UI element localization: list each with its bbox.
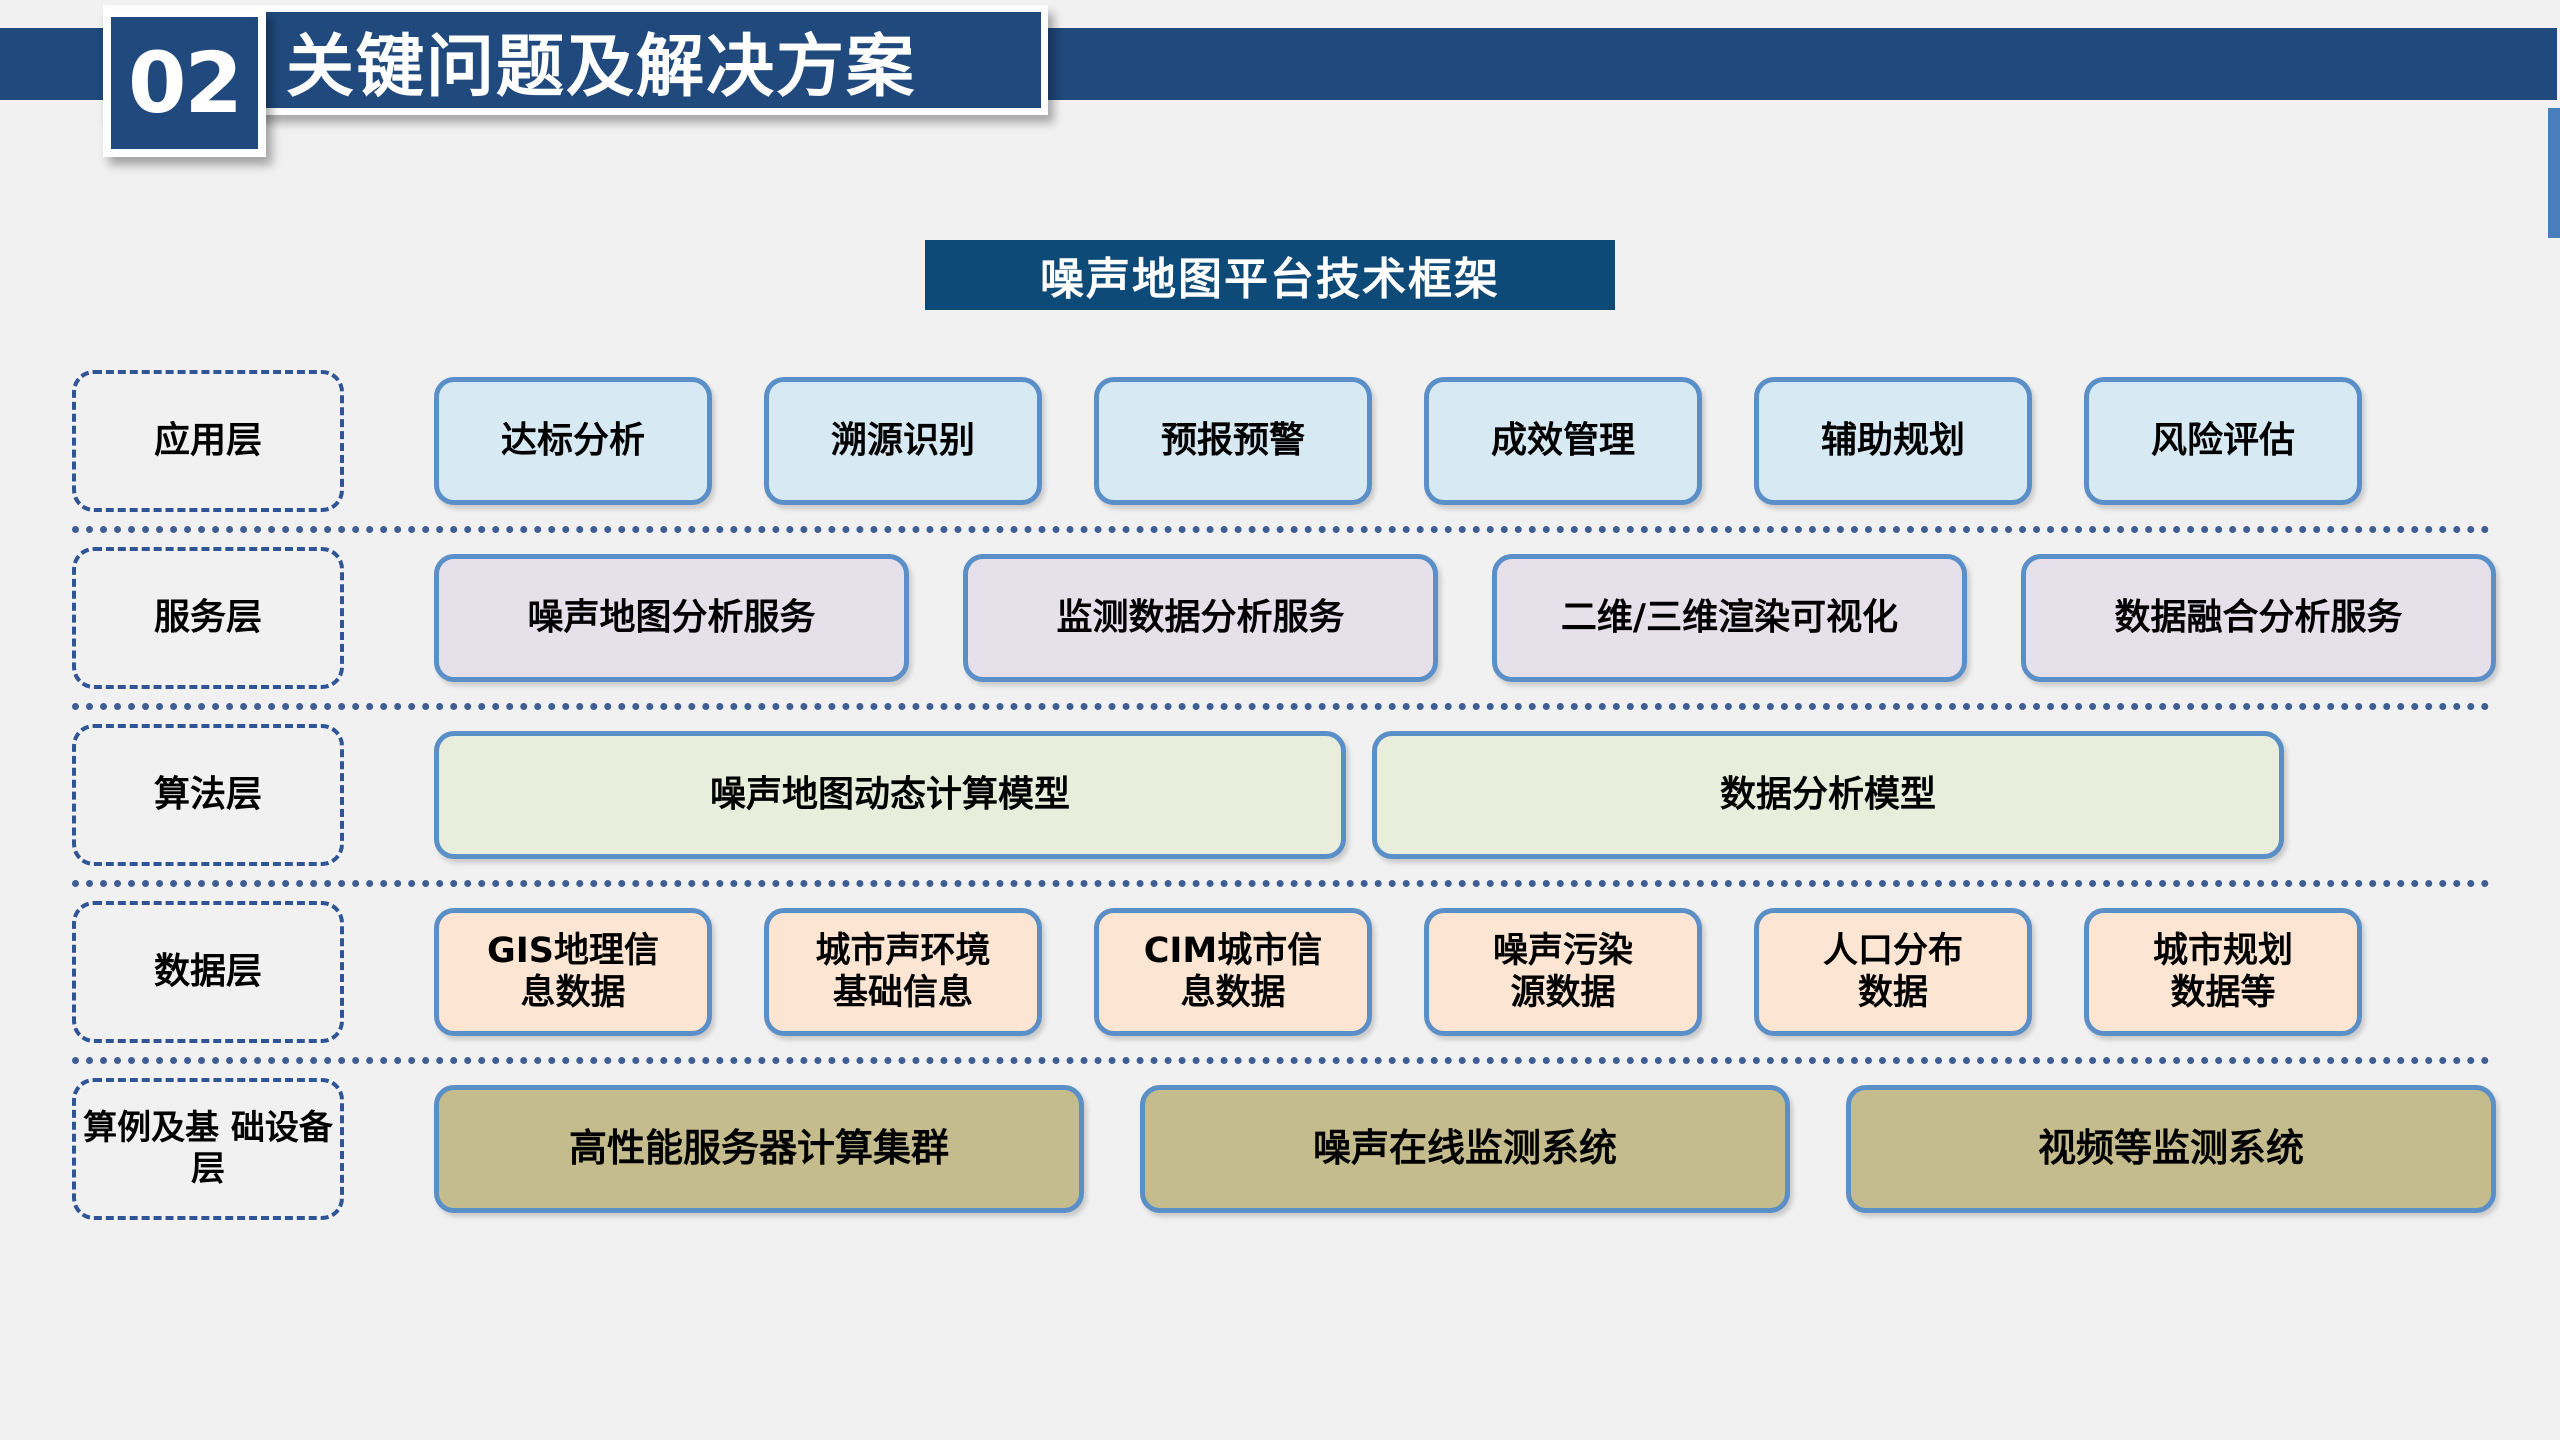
header-right-accent-bar (2548, 108, 2560, 238)
node-data-5[interactable]: 城市规划 数据等 (2084, 908, 2362, 1036)
layer-label-service: 服务层 (72, 547, 344, 689)
node-infrastructure-0[interactable]: 高性能服务器计算集群 (434, 1085, 1084, 1213)
node-data-1[interactable]: 城市声环境 基础信息 (764, 908, 1042, 1036)
node-infrastructure-1[interactable]: 噪声在线监测系统 (1140, 1085, 1790, 1213)
node-infrastructure-2[interactable]: 视频等监测系统 (1846, 1085, 2496, 1213)
layer-nodes-infrastructure: 高性能服务器计算集群 噪声在线监测系统 视频等监测系统 (434, 1085, 2496, 1213)
layer-nodes-data: GIS地理信 息数据 城市声环境 基础信息 CIM城市信 息数据 噪声污染 源数… (434, 908, 2490, 1036)
node-algorithm-0[interactable]: 噪声地图动态计算模型 (434, 731, 1346, 859)
section-title: 关键问题及解决方案 (286, 27, 917, 107)
section-number: 02 (128, 34, 243, 132)
node-data-3[interactable]: 噪声污染 源数据 (1424, 908, 1702, 1036)
node-application-3[interactable]: 成效管理 (1424, 377, 1702, 505)
layer-label-algorithm: 算法层 (72, 724, 344, 866)
node-application-0[interactable]: 达标分析 (434, 377, 712, 505)
layer-label-application: 应用层 (72, 370, 344, 512)
layer-divider-4 (72, 1057, 2490, 1064)
layer-divider-2 (72, 703, 2490, 710)
node-data-4[interactable]: 人口分布 数据 (1754, 908, 2032, 1036)
layer-divider-3 (72, 880, 2490, 887)
node-data-2[interactable]: CIM城市信 息数据 (1094, 908, 1372, 1036)
layer-divider-1 (72, 526, 2490, 533)
layer-label-infrastructure: 算例及基 础设备层 (72, 1078, 344, 1220)
framework-title-text: 噪声地图平台技术框架 (1040, 254, 1500, 305)
layer-nodes-service: 噪声地图分析服务 监测数据分析服务 二维/三维渲染可视化 数据融合分析服务 (434, 554, 2496, 682)
framework-title-box: 噪声地图平台技术框架 (925, 240, 1615, 310)
node-service-3[interactable]: 数据融合分析服务 (2021, 554, 2496, 682)
layer-row-infrastructure: 算例及基 础设备层 高性能服务器计算集群 噪声在线监测系统 视频等监测系统 (0, 1078, 2560, 1220)
layer-row-application: 应用层 达标分析 溯源识别 预报预警 成效管理 辅助规划 风险评估 (0, 370, 2560, 512)
node-service-0[interactable]: 噪声地图分析服务 (434, 554, 909, 682)
node-application-4[interactable]: 辅助规划 (1754, 377, 2032, 505)
framework-diagram: 应用层 达标分析 溯源识别 预报预警 成效管理 辅助规划 风险评估 服务层 噪声… (0, 370, 2560, 1220)
node-algorithm-1[interactable]: 数据分析模型 (1372, 731, 2284, 859)
node-application-5[interactable]: 风险评估 (2084, 377, 2362, 505)
layer-nodes-application: 达标分析 溯源识别 预报预警 成效管理 辅助规划 风险评估 (434, 377, 2490, 505)
node-service-1[interactable]: 监测数据分析服务 (963, 554, 1438, 682)
layer-nodes-algorithm: 噪声地图动态计算模型 数据分析模型 (434, 731, 2490, 859)
node-application-1[interactable]: 溯源识别 (764, 377, 1042, 505)
layer-label-data: 数据层 (72, 901, 344, 1043)
layer-row-data: 数据层 GIS地理信 息数据 城市声环境 基础信息 CIM城市信 息数据 噪声污… (0, 901, 2560, 1043)
layer-row-service: 服务层 噪声地图分析服务 监测数据分析服务 二维/三维渲染可视化 数据融合分析服… (0, 547, 2560, 689)
slide-header: 02 关键问题及解决方案 (0, 0, 2560, 238)
node-service-2[interactable]: 二维/三维渲染可视化 (1492, 554, 1967, 682)
section-number-box: 02 (103, 9, 266, 157)
node-data-0[interactable]: GIS地理信 息数据 (434, 908, 712, 1036)
node-application-2[interactable]: 预报预警 (1094, 377, 1372, 505)
layer-row-algorithm: 算法层 噪声地图动态计算模型 数据分析模型 (0, 724, 2560, 866)
